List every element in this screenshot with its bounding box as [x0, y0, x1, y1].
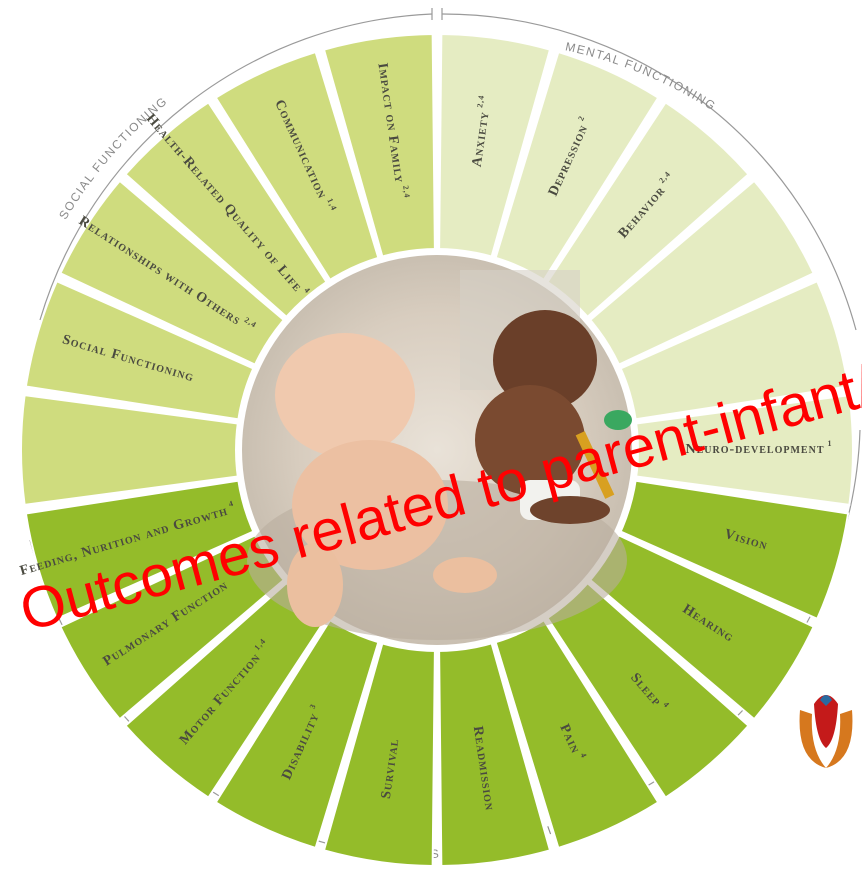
segment-footnote: 4	[303, 286, 313, 296]
segment-footnote: 4	[228, 498, 235, 508]
segment-footnote: 1	[828, 439, 833, 448]
segment-footnote: 3	[308, 702, 318, 710]
wheel-segments	[20, 33, 854, 867]
segment-footnote: 2,4	[401, 185, 412, 199]
segment-footnote: 4	[662, 700, 672, 710]
segment-footnote: 4	[579, 751, 589, 759]
logo-tulip-icon	[790, 690, 862, 786]
segment-footnote: 2,4	[475, 94, 486, 108]
center-photo	[235, 248, 639, 652]
segment-footnote: 2	[576, 114, 586, 122]
